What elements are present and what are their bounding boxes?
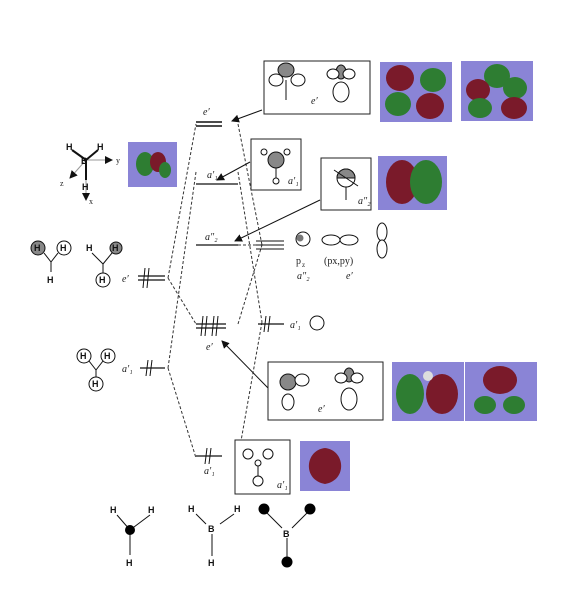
bh3-lewis-molecule: H H B H	[188, 504, 241, 568]
svg-text:B: B	[208, 524, 215, 534]
py-orbital-icon	[376, 222, 388, 242]
mo-level-a1: a′₁	[196, 170, 238, 185]
axes-molecule: H H B H y z x	[60, 142, 120, 206]
svg-text:H: H	[188, 504, 195, 514]
orbital-render-1	[380, 62, 452, 122]
pz-label: p	[296, 256, 301, 267]
boron-level-p	[256, 240, 284, 250]
px-orbital-icon	[321, 234, 341, 246]
orbital-render-5	[465, 362, 537, 421]
svg-text:H: H	[99, 275, 106, 285]
h3-label-a1: a′₁	[122, 364, 133, 375]
box3-label: a″₂	[358, 196, 371, 207]
pxpy-label: (px,py)	[324, 256, 353, 267]
bh3-ball-molecule: H H H	[110, 505, 155, 568]
h3-level-a1: a′₁	[122, 359, 165, 377]
axis-x-label: x	[89, 197, 93, 206]
svg-text:H: H	[34, 243, 41, 253]
boron-level-s: a′₁	[258, 315, 325, 333]
svg-text:B: B	[283, 529, 290, 539]
mo-label-a1: a′₁	[207, 170, 218, 181]
orbital-render-2	[461, 61, 533, 121]
svg-text:H: H	[66, 142, 73, 152]
box4-label: e′	[318, 404, 325, 415]
svg-text:B: B	[81, 156, 88, 166]
svg-text:H: H	[148, 505, 155, 515]
h3-e-salc-1: H H H	[30, 240, 72, 285]
mo-level-a2: a″₂	[196, 232, 238, 246]
bh3-ballstick-molecule: B	[258, 503, 316, 568]
mo-level-e-mid: e′	[196, 315, 226, 353]
svg-text:H: H	[208, 558, 215, 568]
arrows	[216, 109, 321, 389]
pz-sym-label: a″₂	[297, 271, 310, 282]
orbital-render-6	[300, 441, 350, 491]
s-orbital-icon	[309, 315, 325, 331]
svg-text:H: H	[110, 505, 117, 515]
box-e-top: e′	[263, 60, 371, 115]
orbital-render-3	[378, 156, 447, 210]
svg-text:H: H	[97, 142, 104, 152]
mo-label-a2: a″₂	[205, 232, 218, 243]
orbital-render-7	[128, 142, 177, 187]
svg-text:H: H	[47, 275, 54, 285]
h3-a1-salc: H H H	[76, 348, 116, 392]
mo-label-e-mid: e′	[206, 342, 213, 353]
svg-text:H: H	[86, 243, 93, 253]
svg-text:H: H	[80, 351, 87, 361]
boron-label-a1: a′₁	[290, 320, 301, 331]
mo-level-a1-low: a′₁	[196, 447, 222, 477]
svg-text:H: H	[60, 243, 67, 253]
svg-text:z: z	[302, 261, 305, 269]
h3-label-e: e′	[122, 274, 129, 285]
svg-text:H: H	[82, 182, 89, 192]
svg-text:H: H	[234, 504, 241, 514]
h3-e-salc-2: H H H	[86, 241, 123, 288]
box2-label: a′₁	[288, 176, 299, 187]
axis-z-label: z	[60, 179, 64, 188]
box-a2: a″₂	[320, 157, 372, 211]
axis-y-label: y	[116, 156, 120, 165]
h3-level-e: e′	[122, 267, 165, 289]
boron-p-orbitals: p z a″₂ (px,py) e′	[295, 222, 388, 282]
svg-text:H: H	[92, 379, 99, 389]
box5-label: a′₁	[277, 480, 288, 491]
orbital-render-4	[392, 362, 464, 421]
mo-level-e-top: e′	[196, 107, 222, 127]
svg-text:H: H	[104, 351, 111, 361]
svg-text:H: H	[126, 558, 133, 568]
box-a1-low: a′₁	[234, 439, 291, 495]
box1-label: e′	[311, 96, 318, 107]
pxpy-sym-label: e′	[346, 271, 353, 282]
svg-text:H: H	[112, 243, 119, 253]
mo-label-e-top: e′	[203, 107, 210, 118]
box-e-mid: e′	[267, 361, 384, 421]
mo-label-a1-low: a′₁	[204, 466, 215, 477]
box-a1: a′₁	[250, 138, 302, 191]
